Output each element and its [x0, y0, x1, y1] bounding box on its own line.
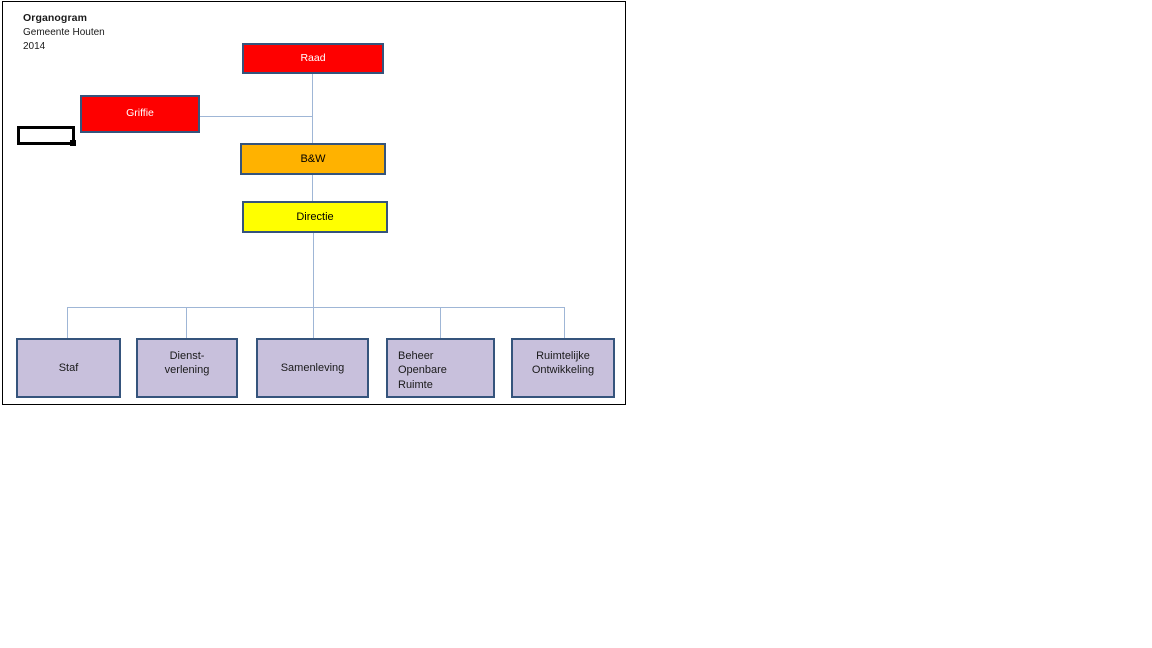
connector-bus-to-beheer	[440, 307, 441, 338]
node-samenleving-label: Samenleving	[280, 361, 345, 374]
connector-bus-to-ruimtelijke	[564, 307, 565, 338]
node-beheer-openbare-ruimte[interactable]: Beheer Openbare Ruimte	[386, 338, 495, 398]
node-dienstverlening-label: Dienst- verlening	[138, 349, 236, 378]
node-griffie-label: Griffie	[126, 107, 154, 120]
node-dienstverlening[interactable]: Dienst- verlening	[136, 338, 238, 398]
empty-text-box[interactable]	[17, 126, 76, 146]
node-directie[interactable]: Directie	[242, 201, 388, 233]
node-staf-label: Staf	[58, 361, 79, 374]
node-beheer-line2: Openbare	[398, 364, 447, 377]
page-title: Organogram	[23, 12, 88, 24]
node-ruimtelijke-ontwikkeling[interactable]: Ruimtelijke Ontwikkeling	[511, 338, 615, 398]
node-raad[interactable]: Raad	[242, 43, 384, 74]
node-staf[interactable]: Staf	[16, 338, 121, 398]
node-samenleving[interactable]: Samenleving	[256, 338, 369, 398]
node-directie-label: Directie	[296, 210, 334, 223]
node-dienstverlening-line1: Dienst-	[169, 350, 205, 362]
node-griffie[interactable]: Griffie	[80, 95, 200, 133]
connector-directie-to-samenleving	[313, 232, 314, 338]
slide-frame: Organogram Gemeente Houten 2014 Raad Gri…	[2, 1, 626, 405]
connector-bus-to-staf	[67, 307, 68, 338]
connector-department-bus	[67, 307, 565, 308]
node-bw[interactable]: B&W	[240, 143, 386, 175]
node-ruimtelijke-ontwikkeling-label: Ruimtelijke Ontwikkeling	[513, 349, 613, 378]
node-dienstverlening-line2: verlening	[164, 364, 210, 377]
node-bw-label: B&W	[300, 152, 326, 165]
title-block: Organogram Gemeente Houten 2014	[23, 11, 105, 54]
resize-handle-icon[interactable]	[70, 140, 76, 146]
connector-griffie-to-trunk	[199, 116, 313, 117]
connector-bus-to-dienstverlening	[186, 307, 187, 338]
title-subtitle-year: 2014	[23, 41, 46, 53]
node-ruimtelijke-line1: Ruimtelijke	[536, 350, 590, 362]
node-raad-label: Raad	[300, 51, 326, 64]
node-beheer-openbare-ruimte-label: Beheer Openbare Ruimte	[398, 349, 493, 392]
node-ruimtelijke-line2: Ontwikkeling	[531, 364, 595, 377]
node-beheer-line3: Ruimte	[398, 378, 433, 391]
title-subtitle-municipality: Gemeente Houten	[23, 26, 105, 38]
connector-bw-to-directie	[312, 174, 313, 202]
connector-raad-to-bw	[312, 73, 313, 143]
node-beheer-line1: Beheer	[398, 350, 434, 362]
